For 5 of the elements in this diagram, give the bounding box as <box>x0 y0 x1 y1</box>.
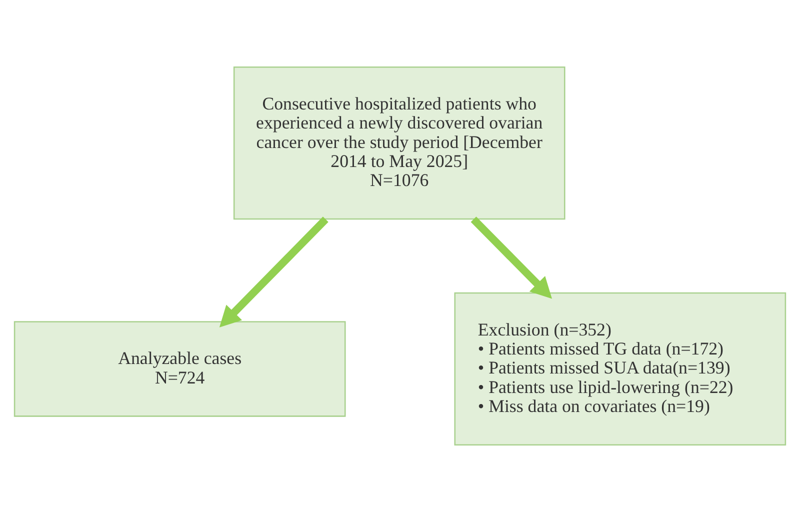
node-box: Analyzable cases N=724 <box>13 321 346 417</box>
node-box: Exclusion (n=352) • Patients missed TG data (n=172) • Patients missed SUA data(n=139) • Patients use lipid-lowering (n=22) • Miss data on covariates (n=19) <box>454 292 786 446</box>
node-box: Consecutive hospitalized patients who experienced a newly discovered ovarian cancer over the study period [December 2014 to May 2025] N=1076 <box>232 66 565 220</box>
arrow <box>470 216 552 299</box>
arrow <box>218 216 328 328</box>
